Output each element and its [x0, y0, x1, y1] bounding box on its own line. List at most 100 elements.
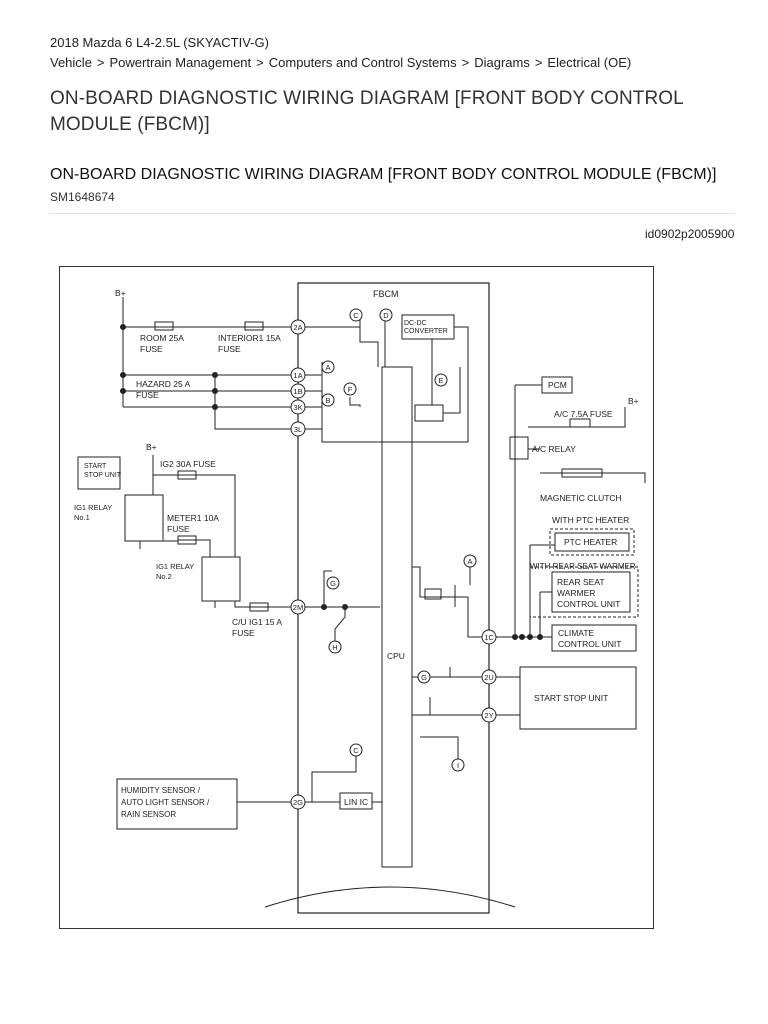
breadcrumb-item[interactable]: Vehicle — [50, 55, 92, 70]
breadcrumb-separator: > — [96, 55, 105, 70]
cpu-label: CPU — [387, 651, 405, 661]
breadcrumb-item[interactable]: Diagrams — [474, 55, 530, 70]
with-rear-seat-label: WITH REAR SEAT WARMER — [530, 562, 636, 571]
harness-curve — [264, 886, 516, 908]
start-stop-box — [519, 666, 637, 730]
ref-label: H — [332, 643, 337, 652]
ref-label: I — [457, 761, 459, 770]
divider — [50, 213, 734, 214]
ref-B-circle — [321, 393, 335, 407]
fuse-word-label: FUSE — [232, 628, 255, 638]
fuse-interior-label: INTERIOR1 15A — [218, 333, 281, 343]
breadcrumb-item[interactable]: Powertrain Management — [109, 55, 252, 70]
fuse-word-label: FUSE — [136, 390, 159, 400]
ac-relay-label: A/C RELAY — [532, 444, 576, 454]
ig1-relay2-box — [201, 556, 241, 602]
magnetic-clutch-label: MAGNETIC CLUTCH — [540, 493, 622, 503]
breadcrumb-item[interactable]: Computers and Control Systems — [268, 55, 457, 70]
ref-label: D — [383, 311, 389, 320]
magnetic-clutch-coil — [561, 468, 603, 478]
rear-seat-label: REAR SEAT — [557, 577, 605, 587]
lin-ic-label: LIN IC — [344, 797, 368, 807]
figure-id: id0902p2005900 — [645, 227, 735, 241]
ref-C-circle — [349, 308, 363, 322]
terminal-3L — [290, 421, 306, 437]
terminal-1B — [290, 383, 306, 399]
ig1-relay1-label: No.1 — [74, 513, 90, 522]
humidity-label: RAIN SENSOR — [121, 810, 176, 819]
fuse-ac — [569, 418, 591, 428]
breadcrumb: Vehicle > Powertrain Management > Computers … — [50, 55, 631, 70]
fuse-hazard-label: HAZARD 25 A — [136, 379, 191, 389]
fbcm-label: FBCM — [373, 289, 399, 299]
battery-label: B+ — [628, 396, 639, 406]
terminal-circles — [290, 308, 497, 810]
fuse-room — [154, 321, 174, 331]
dcdc-block — [401, 314, 455, 340]
dcdc-label: CONVERTER — [404, 328, 448, 335]
terminal-2G — [290, 794, 306, 810]
ac-relay-box — [509, 436, 529, 460]
fuse-ig2-label: IG2 30A FUSE — [160, 459, 216, 469]
ref-A-circle — [321, 360, 335, 374]
ref-label: G — [330, 579, 336, 588]
ref-A-circle-2 — [463, 554, 477, 568]
climate-label: CONTROL UNIT — [558, 639, 621, 649]
terminal-label: 2M — [293, 603, 303, 612]
ref-label: C — [353, 311, 359, 320]
breadcrumb-item[interactable]: Electrical (OE) — [547, 55, 632, 70]
terminal-label: 2Y — [484, 711, 493, 720]
ref-H-circle — [328, 640, 342, 654]
fuse-room-label: ROOM 25A — [140, 333, 184, 343]
with-ptc-label: WITH PTC HEATER — [552, 515, 629, 525]
terminal-3K — [290, 399, 306, 415]
terminal-label: 1C — [484, 633, 494, 642]
document-title: ON-BOARD DIAGNOSTIC WIRING DIAGRAM [FRON… — [50, 166, 717, 183]
start-stop-box-outline — [77, 456, 121, 490]
battery-label: B+ — [115, 288, 126, 298]
rear-seat-label: WARMER — [557, 588, 595, 598]
terminal-label: 2U — [484, 673, 494, 682]
terminal-label: 1A — [293, 371, 302, 380]
terminal-2A — [290, 319, 306, 335]
start-stop-short-label: START — [84, 463, 107, 470]
pcm-label: PCM — [548, 380, 567, 390]
climate-box — [551, 624, 637, 652]
page-title: ON-BOARD DIAGNOSTIC WIRING DIAGRAM [FRON… — [50, 88, 684, 135]
fuse-meter1 — [177, 535, 197, 545]
battery-label: B+ — [146, 442, 157, 452]
terminal-label: 2A — [293, 323, 302, 332]
start-stop-label: START STOP UNIT — [534, 693, 608, 703]
ig1-relay2-label: No.2 — [156, 572, 172, 581]
ig1-relay2-label: IG1 RELAY — [156, 562, 194, 571]
lin-ic-box — [339, 792, 373, 810]
climate-label: CLIMATE — [558, 628, 595, 638]
fuse-word-label: FUSE — [140, 344, 163, 354]
relay-coil — [414, 404, 444, 422]
ref-G-circle-1 — [326, 576, 340, 590]
terminal-label: 3L — [294, 425, 302, 434]
fuse-word-label: FUSE — [167, 524, 190, 534]
ptc-heater-label: PTC HEATER — [564, 537, 617, 547]
ref-E-circle — [434, 373, 448, 387]
vehicle-title: 2018 Mazda 6 L4-2.5L (SKYACTIV-G) — [50, 35, 269, 50]
humidity-label: HUMIDITY SENSOR / — [121, 786, 201, 795]
fuse-cu-ig1-label: C/U IG1 15 A — [232, 617, 282, 627]
terminal-label: 2G — [293, 798, 303, 807]
terminal-2M — [290, 599, 306, 615]
start-stop-short-label: STOP UNIT — [84, 472, 122, 479]
ref-label: B — [325, 396, 330, 405]
breadcrumb-separator: > — [461, 55, 470, 70]
rear-seat-label: CONTROL UNIT — [557, 599, 620, 609]
driver-resistor — [424, 588, 442, 600]
fuse-ac-label: A/C 7.5A FUSE — [554, 409, 613, 419]
ref-label: A — [325, 363, 330, 372]
dcdc-label: DC-DC — [404, 320, 427, 327]
terminal-1C — [481, 629, 497, 645]
ref-D-circle — [379, 308, 393, 322]
terminal-label: 3K — [293, 403, 302, 412]
terminal-1A — [290, 367, 306, 383]
cpu-block — [381, 366, 413, 868]
ref-label: F — [348, 385, 353, 394]
humidity-label: AUTO LIGHT SENSOR / — [121, 798, 210, 807]
